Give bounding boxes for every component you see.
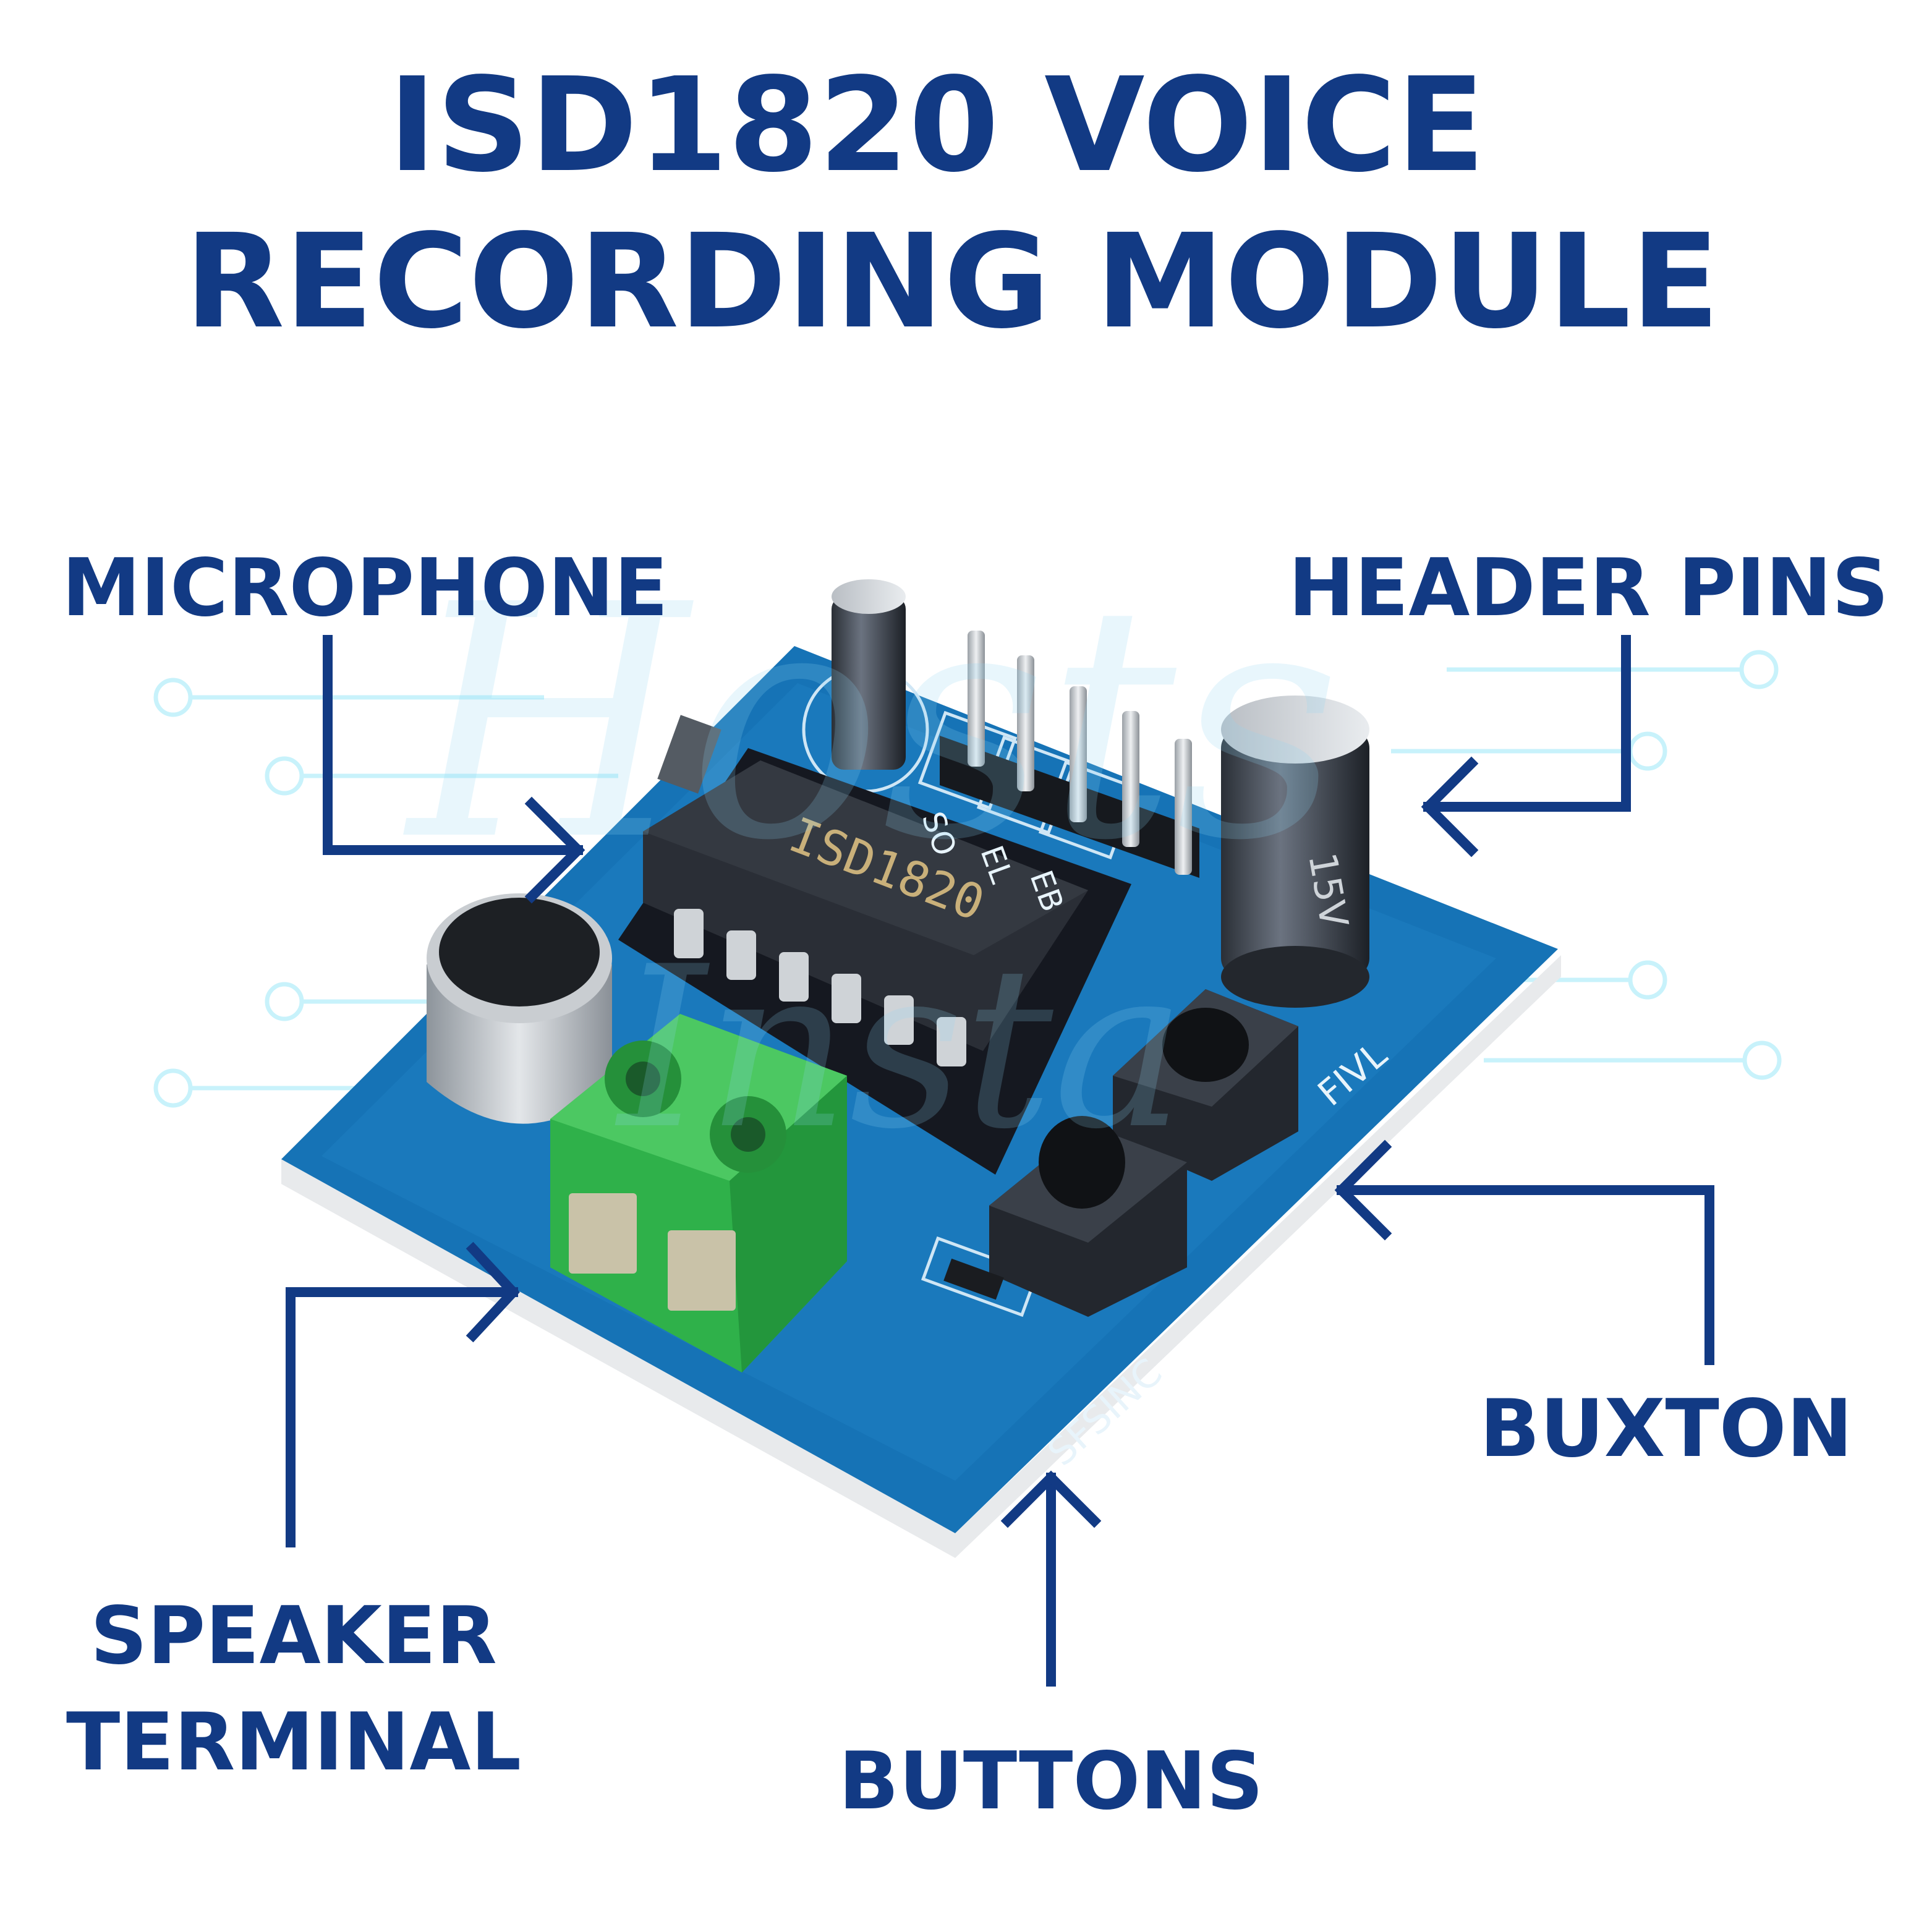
circuit-lines <box>153 650 1782 1108</box>
smd-resistor <box>943 1258 1004 1300</box>
microphone-component <box>427 893 612 1124</box>
label-microphone: MICROPHONE <box>62 542 668 634</box>
watermark-line-2: Insta <box>615 919 1186 1178</box>
trace-node <box>153 678 193 717</box>
speaker-screw-terminal <box>550 1014 847 1372</box>
watermark: Hosts Insta <box>403 536 1341 1178</box>
trace-node <box>1628 960 1667 1000</box>
trace-node <box>1742 1040 1782 1080</box>
tactile-button-upper <box>1113 989 1298 1181</box>
title-line-2: RECORDING MODULE <box>185 206 1720 357</box>
transistor <box>657 715 721 794</box>
trace-node <box>153 1068 193 1108</box>
pcb-module: ISD1820 SO EL EB 15V <box>281 579 1561 1558</box>
trace-node <box>265 756 304 796</box>
arrow-buxton <box>1337 1185 1714 1365</box>
label-buttons: BUTTONS <box>838 1735 1263 1828</box>
tactile-button-lower <box>989 1116 1187 1317</box>
isd1820-chip: ISD1820 <box>618 748 1131 1175</box>
arrowhead-header-pins <box>1421 756 1479 857</box>
label-speaker-line-2: TERMINAL <box>66 1696 521 1789</box>
title-line-1: ISD1820 VOICE <box>388 49 1485 201</box>
label-buxton: BUXTON <box>1479 1383 1852 1475</box>
arrow-speaker-terminal <box>286 1287 518 1547</box>
large-capacitor: 15V <box>1221 696 1369 1008</box>
arrowhead-microphone <box>524 796 585 904</box>
arrowhead-speaker-terminal <box>466 1241 520 1343</box>
label-speaker-line-1: SPEAKER <box>90 1590 497 1682</box>
label-header-pins: HEADER PINS <box>1288 542 1889 634</box>
arrowhead-buttons <box>1000 1470 1102 1528</box>
trace-node <box>265 982 304 1021</box>
trace-node <box>1628 731 1667 771</box>
small-capacitor <box>832 579 906 770</box>
arrow-header-pins <box>1423 635 1631 812</box>
header-pins: SO EL EB <box>914 631 1199 916</box>
arrowhead-buxton <box>1334 1139 1392 1241</box>
chip-legs <box>674 909 966 1066</box>
arrow-microphone <box>323 635 583 855</box>
callout-arrows <box>286 635 1714 1687</box>
trace-node <box>1739 650 1779 689</box>
